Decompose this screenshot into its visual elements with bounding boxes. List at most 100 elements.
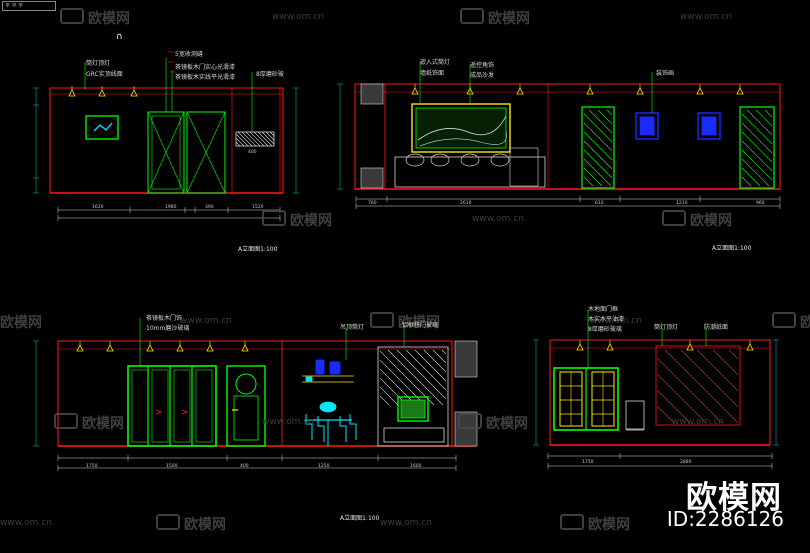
marker-symbol: ∩ bbox=[116, 32, 123, 42]
door-lower-panel bbox=[233, 395, 259, 441]
ceiling-lamp bbox=[241, 344, 249, 352]
ceiling-lamp bbox=[106, 344, 114, 352]
ceiling-lamp bbox=[686, 343, 694, 351]
dimension-label: 760 bbox=[368, 201, 377, 206]
annotation: 木实木平油漆 bbox=[588, 316, 625, 323]
watermark-brand: 欧模网 bbox=[156, 514, 226, 534]
ceiling-lamp bbox=[606, 343, 614, 351]
sofa-cushion bbox=[405, 153, 425, 167]
annotation: 10mm磨沙玻璃 bbox=[146, 325, 190, 332]
stone-column bbox=[454, 411, 478, 447]
annotation: 墙纸饰面 bbox=[420, 70, 445, 77]
wall-art-frame bbox=[85, 115, 119, 140]
dimension-label: 1980 bbox=[165, 205, 177, 210]
wall-art-motif bbox=[93, 122, 113, 132]
sliding-door-frame bbox=[127, 365, 217, 447]
blue-art-frame bbox=[635, 112, 659, 140]
annotation: 8厚磨砂玻 bbox=[256, 71, 284, 78]
ceiling-lamp bbox=[576, 343, 584, 351]
annotation: 茶镜板木门实心光滑漆 bbox=[175, 64, 236, 71]
tv-console bbox=[383, 427, 445, 443]
watermark-url: www.om.cn bbox=[262, 417, 314, 427]
annotation: 嵌入式筒灯 bbox=[420, 59, 451, 66]
dimension-label: 1620 bbox=[92, 205, 104, 210]
sliding-door-pane bbox=[195, 369, 213, 443]
blue-art-fill bbox=[701, 116, 717, 136]
annotation: 茶镜板木实线平光滑漆 bbox=[175, 74, 236, 81]
mural-curve bbox=[419, 131, 507, 147]
entry-door bbox=[226, 365, 266, 447]
dining-chair bbox=[317, 416, 325, 442]
annotation: 装饰画 bbox=[656, 70, 675, 77]
dimension-label: 2880 bbox=[680, 460, 692, 465]
elevation-caption: A立面图1:100 bbox=[340, 515, 380, 522]
shelf-hatch bbox=[235, 131, 275, 147]
brand-name: 欧模网 bbox=[686, 480, 782, 516]
header-tab: 平 平 平 bbox=[2, 1, 56, 11]
annotation: 5宽收测缝 bbox=[175, 51, 203, 58]
watermark-url: www.om.cn bbox=[672, 417, 724, 427]
wall-outline-a1 bbox=[49, 87, 284, 194]
dimension-label: 2610 bbox=[460, 201, 472, 206]
watermark-brand: 欧模网 bbox=[370, 312, 440, 332]
watermark-url: www.om.cn bbox=[590, 316, 642, 326]
mural-curve bbox=[417, 115, 507, 141]
side-cabinet bbox=[625, 400, 645, 430]
dimension-label: 400 bbox=[248, 150, 257, 155]
dimension-label: 1250 bbox=[318, 464, 330, 469]
ceiling-lamp bbox=[76, 344, 84, 352]
stone-column-bottom bbox=[360, 167, 384, 189]
bed-headboard-panel bbox=[655, 345, 741, 426]
watermark-url: www.om.cn bbox=[0, 518, 52, 528]
door-glass-hatch bbox=[741, 109, 773, 187]
door-diagonal bbox=[147, 111, 185, 194]
ceiling-lamp bbox=[586, 87, 594, 95]
annotation: 吊顶筒灯 bbox=[340, 324, 365, 331]
door-panel bbox=[186, 111, 226, 194]
annotation: 筒灯顶灯 bbox=[654, 324, 679, 331]
wall-recess bbox=[231, 87, 281, 194]
model-id-label: ID:2286126 bbox=[666, 507, 784, 531]
door-inner-frame bbox=[151, 115, 181, 190]
stone-column bbox=[454, 340, 478, 378]
watermark-brand: 欧模网 bbox=[772, 312, 810, 332]
dining-chair bbox=[349, 414, 357, 440]
dimension-label: 390 bbox=[205, 205, 214, 210]
ceiling-lamp bbox=[130, 89, 138, 97]
dimension-label: 610 bbox=[595, 201, 604, 206]
door-diagonal bbox=[186, 111, 226, 194]
dimension-label: 1520 bbox=[252, 205, 264, 210]
ceiling-lamp bbox=[176, 344, 184, 352]
ceiling-lamp bbox=[146, 344, 154, 352]
sliding-door-pane bbox=[131, 369, 149, 443]
blue-art-frame bbox=[697, 112, 721, 140]
watermark-brand: 欧模网 bbox=[460, 8, 530, 28]
dining-chair bbox=[305, 414, 313, 440]
sliding-door-pane bbox=[173, 369, 191, 443]
dimension-label: 960 bbox=[756, 201, 765, 206]
ceiling-lamp bbox=[736, 87, 744, 95]
mural-frame bbox=[411, 103, 511, 153]
sofa-cushion bbox=[460, 153, 480, 167]
dimension-label: 1500 bbox=[166, 464, 178, 469]
annotation: 茶镜板木门饰 bbox=[146, 315, 183, 322]
side-table bbox=[509, 147, 539, 187]
watermark-url: www.om.cn bbox=[272, 12, 324, 22]
flower-arrangement bbox=[319, 401, 337, 413]
arrow-mark bbox=[155, 409, 163, 415]
door-arch-window bbox=[235, 373, 257, 395]
ceiling-lamp bbox=[696, 87, 704, 95]
annotation: 防潮纸面 bbox=[704, 324, 729, 331]
elevation-caption: A立面图1:100 bbox=[238, 246, 278, 253]
ceiling-lamp bbox=[206, 344, 214, 352]
arrow-mark bbox=[181, 409, 189, 415]
annotation: 遥控角饰 bbox=[470, 62, 495, 69]
watermark-url: www.om.cn bbox=[680, 12, 732, 22]
vase bbox=[329, 361, 341, 375]
door-panel bbox=[739, 106, 775, 189]
watermark-brand: 欧模网 bbox=[560, 514, 630, 534]
annotation: 成品沙发 bbox=[470, 72, 495, 79]
dimension-label: 1210 bbox=[676, 201, 688, 206]
